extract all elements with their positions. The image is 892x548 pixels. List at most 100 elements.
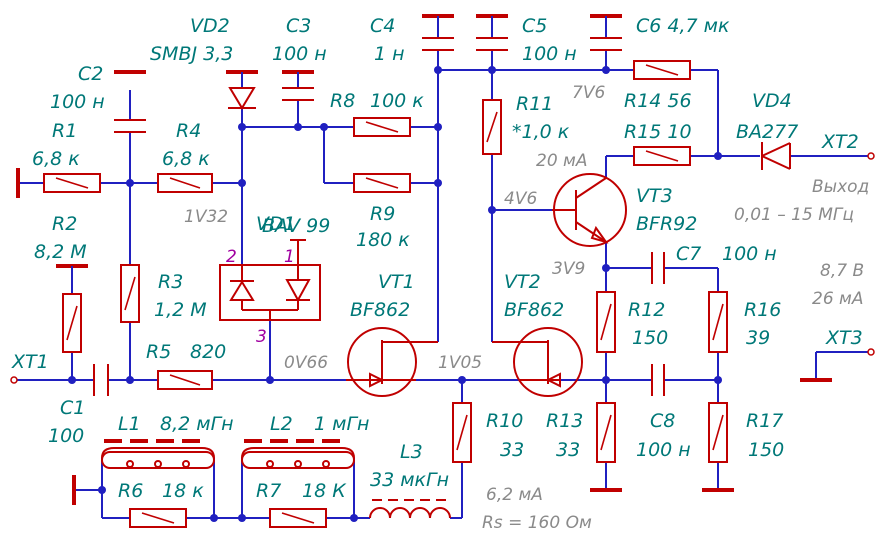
label-c3: C3 xyxy=(286,15,311,37)
diode-vd4 xyxy=(761,142,791,170)
value-vt2: BF862 xyxy=(504,299,564,321)
label-r10: R10 xyxy=(486,410,523,432)
label-r4: R4 xyxy=(176,120,201,142)
diode-vd1 xyxy=(219,239,321,321)
inductor-l3 xyxy=(369,499,451,519)
label-vd2: VD2 xyxy=(190,15,230,37)
value-r16: 39 xyxy=(746,327,770,349)
capacitor-c2 xyxy=(114,119,146,133)
terminal-xt3 xyxy=(867,348,875,356)
resistor-r6 xyxy=(129,508,187,528)
value-r9: 180 к xyxy=(356,229,410,251)
value-c4: 1 н xyxy=(374,43,405,65)
resistor-r8 xyxy=(353,117,411,137)
resistor-r12 xyxy=(596,291,616,353)
resistor-r5 xyxy=(157,370,213,390)
capacitor-c6 xyxy=(590,16,622,51)
transistor-vt1 xyxy=(346,327,438,397)
label-r2: R2 xyxy=(52,213,77,235)
label-l3: L3 xyxy=(400,441,423,463)
resistor-r4 xyxy=(157,173,213,193)
value-l3: 33 мкГн xyxy=(370,469,449,491)
note-0v66: 0V66 xyxy=(284,353,328,373)
value-r6: 18 к xyxy=(162,480,204,502)
note-1v32: 1V32 xyxy=(184,207,228,227)
value-r4: 6,8 к xyxy=(162,148,210,170)
label-c6: C6 4,7 мк xyxy=(636,15,730,37)
value-r8: 100 к xyxy=(370,90,424,112)
label-r5: R5 xyxy=(146,341,171,363)
value-r7: 18 К xyxy=(302,480,347,502)
resistor-r11 xyxy=(482,99,502,155)
label-r9: R9 xyxy=(370,203,395,225)
value-c7: 100 н xyxy=(722,243,777,265)
value-vd2: SMBJ 3,3 xyxy=(150,43,233,65)
label-c8: C8 xyxy=(650,410,675,432)
inductor-l1 xyxy=(101,439,215,469)
value-r13: 33 xyxy=(556,439,580,461)
capacitor-c7 xyxy=(651,252,665,284)
label-r12: R12 xyxy=(628,299,665,321)
resistor-r16 xyxy=(708,291,728,353)
transistor-vt3 xyxy=(552,173,627,247)
value-c3: 100 н xyxy=(272,43,327,65)
value-c5: 100 н xyxy=(522,43,577,65)
value-l1: 8,2 мГн xyxy=(160,413,234,435)
value-vd4: BA277 xyxy=(736,121,798,143)
label-vt3: VT3 xyxy=(636,185,673,207)
label-r7: R7 xyxy=(256,480,281,502)
label-r16: R16 xyxy=(744,299,781,321)
label-xt1: XT1 xyxy=(11,351,49,373)
value-c8: 100 н xyxy=(636,439,691,461)
value-vd1: BAV 99 xyxy=(262,215,330,237)
label-vt2: VT2 xyxy=(504,271,541,293)
resistor-r1 xyxy=(43,173,101,193)
resistor-r9 xyxy=(353,173,411,193)
vd1-pin2-label: 2 xyxy=(226,247,237,267)
transistor-vt2 xyxy=(492,327,583,397)
resistor-r3 xyxy=(120,264,140,323)
value-r5: 820 xyxy=(190,341,226,363)
resistor-r14 xyxy=(633,60,691,80)
resistor-r10 xyxy=(452,402,472,463)
label-r14: R14 56 xyxy=(624,90,692,112)
note-freq: 0,01 – 15 МГц xyxy=(734,205,854,225)
label-c7: C7 xyxy=(676,243,701,265)
label-r3: R3 xyxy=(158,271,183,293)
value-r1: 6,8 к xyxy=(32,148,80,170)
inductor-l2 xyxy=(241,439,355,469)
label-r13: R13 xyxy=(546,410,583,432)
label-c4: C4 xyxy=(370,15,395,37)
capacitor-c3 xyxy=(282,72,314,101)
capacitor-c5 xyxy=(476,16,508,51)
note-20ma: 20 мА xyxy=(536,151,588,171)
note-4v6: 4V6 xyxy=(504,189,537,209)
label-c5: C5 xyxy=(522,15,547,37)
note-rs: Rs = 160 Ом xyxy=(482,513,592,533)
note-supply-i: 26 мА xyxy=(812,289,864,309)
resistor-r7 xyxy=(269,508,327,528)
note-7v6: 7V6 xyxy=(572,83,605,103)
label-vd4: VD4 xyxy=(752,90,792,112)
note-6-2ma: 6,2 мА xyxy=(486,485,543,505)
labels: C2 100 н R1 6,8 к R4 6,8 к VD2 SMBJ 3,3 … xyxy=(11,15,869,533)
label-vt1: VT1 xyxy=(378,271,415,293)
terminal-xt1 xyxy=(10,376,18,384)
note-output: Выход xyxy=(812,177,869,197)
note-3v9: 3V9 xyxy=(552,259,585,279)
value-r12: 150 xyxy=(632,327,668,349)
value-c1: 100 xyxy=(48,425,84,447)
vd1-pin1-label: 1 xyxy=(284,247,295,267)
label-xt2: XT2 xyxy=(821,131,859,153)
label-xt3: XT3 xyxy=(825,327,863,349)
label-r1: R1 xyxy=(52,120,77,142)
resistor-r17 xyxy=(708,402,728,463)
label-r11: R11 xyxy=(516,93,553,115)
value-r3: 1,2 М xyxy=(154,299,207,321)
value-l2: 1 мГн xyxy=(314,413,369,435)
value-r17: 150 xyxy=(748,439,784,461)
value-vt3: BFR92 xyxy=(636,213,697,235)
label-r17: R17 xyxy=(746,410,783,432)
note-supply-v: 8,7 В xyxy=(820,261,864,281)
